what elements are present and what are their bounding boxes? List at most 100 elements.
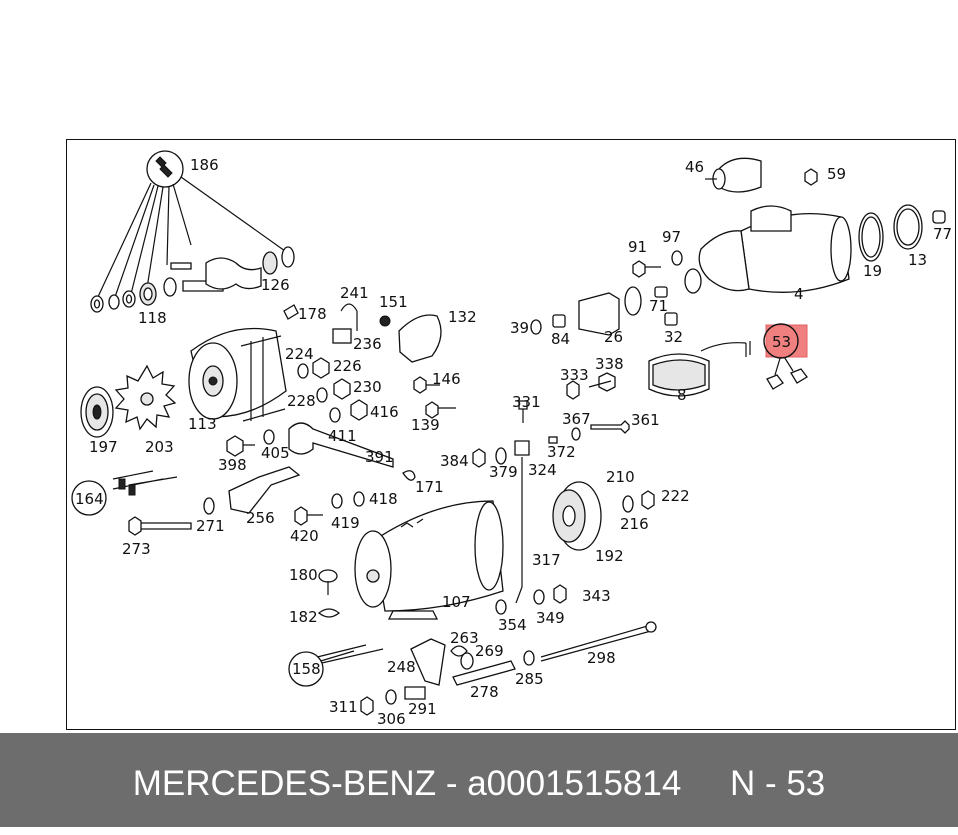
alternator-body: [188, 327, 287, 422]
callout-label: 256: [246, 509, 275, 527]
callout-label: 372: [547, 443, 576, 461]
callout-label: 226: [333, 357, 362, 375]
callout-label: 77: [933, 225, 952, 243]
brush-set-highlighted-part: [763, 323, 808, 390]
field-coil: [648, 341, 751, 397]
drive-pulley: [552, 481, 655, 551]
starter-drive-parts: [530, 286, 678, 336]
exploded-parts-diagram: 186 118 126 178 241 151 236 132 224 226 …: [71, 150, 952, 728]
callout-label: 126: [261, 276, 290, 294]
starter-motor-top: [632, 204, 946, 294]
callout-label: 4: [794, 285, 804, 303]
highlighted-callout-label: 53: [772, 333, 791, 351]
callout-label: 306: [377, 710, 406, 728]
callout-label: 278: [470, 683, 499, 701]
callout-label: 420: [290, 527, 319, 545]
callout-label: 230: [353, 378, 382, 396]
callout-label: 228: [287, 392, 316, 410]
callout-label: 317: [532, 551, 561, 569]
callout-label: 158: [292, 660, 321, 678]
callout-label: 367: [562, 410, 591, 428]
callout-label: 91: [628, 238, 647, 256]
callout-label: 273: [122, 540, 151, 558]
callout-label: 32: [664, 328, 683, 346]
callout-label: 411: [328, 427, 357, 445]
callout-label: 263: [450, 629, 479, 647]
callout-label: 331: [512, 393, 541, 411]
callout-label: 224: [285, 345, 314, 363]
callout-label: 118: [138, 309, 167, 327]
alternator-pulley: [80, 386, 114, 438]
callout-label: 203: [145, 438, 174, 456]
callout-label: 338: [595, 355, 624, 373]
callout-label: 398: [218, 456, 247, 474]
washer-row-left: [90, 246, 295, 313]
callout-label: 97: [662, 228, 681, 246]
fan-wheel: [114, 364, 177, 431]
bottom-rods: [288, 621, 657, 716]
callout-label: 241: [340, 284, 369, 302]
footer-brand: MERCEDES-BENZ: [132, 764, 437, 803]
callout-label: 132: [448, 308, 477, 326]
wrench-symbol-group: [96, 150, 286, 300]
callout-label: 291: [408, 700, 437, 718]
callout-label: 26: [604, 328, 623, 346]
callout-label: 192: [595, 547, 624, 565]
footer-caption: MERCEDES-BENZ - a0001515814 N - 53: [132, 764, 826, 803]
callout-labels: 186 118 126 178 241 151 236 132 224 226 …: [75, 156, 952, 728]
callout-label: 186: [190, 156, 219, 174]
callout-label: 59: [827, 165, 846, 183]
callout-label: 222: [661, 487, 690, 505]
callout-label: 333: [560, 366, 589, 384]
callout-label: 13: [908, 251, 927, 269]
callout-label: 285: [515, 670, 544, 688]
callout-label: 146: [432, 370, 461, 388]
callout-label: 216: [620, 515, 649, 533]
callout-label: 182: [289, 608, 318, 626]
callout-label: 139: [411, 416, 440, 434]
callout-label: 164: [75, 490, 104, 508]
callout-label: 197: [89, 438, 118, 456]
callout-label: 418: [369, 490, 398, 508]
callout-label: 248: [387, 658, 416, 676]
callout-label: 416: [370, 403, 399, 421]
parts-diagram-frame: 186 118 126 178 241 151 236 132 224 226 …: [66, 139, 956, 730]
callout-label: 8: [677, 386, 687, 404]
callout-label: 107: [442, 593, 471, 611]
middle-rod-parts: [472, 400, 630, 615]
callout-label: 19: [863, 262, 882, 280]
footer-position-ref: N - 53: [729, 764, 826, 803]
mid-right-bolts: [566, 372, 616, 400]
lower-left-parts: [71, 466, 416, 536]
footer-bar: MERCEDES-BENZ - a0001515814 N - 53: [0, 733, 958, 827]
callout-label: 178: [298, 305, 327, 323]
starter-motor-large: [317, 500, 504, 620]
callout-label: 71: [649, 297, 668, 315]
callout-label: 171: [415, 478, 444, 496]
callout-label: 384: [440, 452, 469, 470]
callout-label: 379: [489, 463, 518, 481]
callout-label: 343: [582, 587, 611, 605]
callout-label: 236: [353, 335, 382, 353]
callout-label: 113: [188, 415, 217, 433]
footer-part-number: a0001515814: [467, 764, 682, 803]
callout-label: 324: [528, 461, 557, 479]
callout-label: 269: [475, 642, 504, 660]
small-parts-middle-left: [226, 303, 456, 468]
callout-label: 39: [510, 319, 529, 337]
callout-label: 180: [289, 566, 318, 584]
callout-label: 84: [551, 330, 570, 348]
callout-label: 298: [587, 649, 616, 667]
callout-label: 361: [631, 411, 660, 429]
callout-label: 349: [536, 609, 565, 627]
starter-solenoid: [705, 157, 818, 193]
callout-label: 419: [331, 514, 360, 532]
callout-label: 151: [379, 293, 408, 311]
callout-label: 311: [329, 698, 358, 716]
callout-label: 210: [606, 468, 635, 486]
callout-label: 46: [685, 158, 704, 176]
callout-label: 391: [365, 448, 394, 466]
callout-label: 405: [261, 444, 290, 462]
callout-label: 354: [498, 616, 527, 634]
callout-label: 271: [196, 517, 225, 535]
